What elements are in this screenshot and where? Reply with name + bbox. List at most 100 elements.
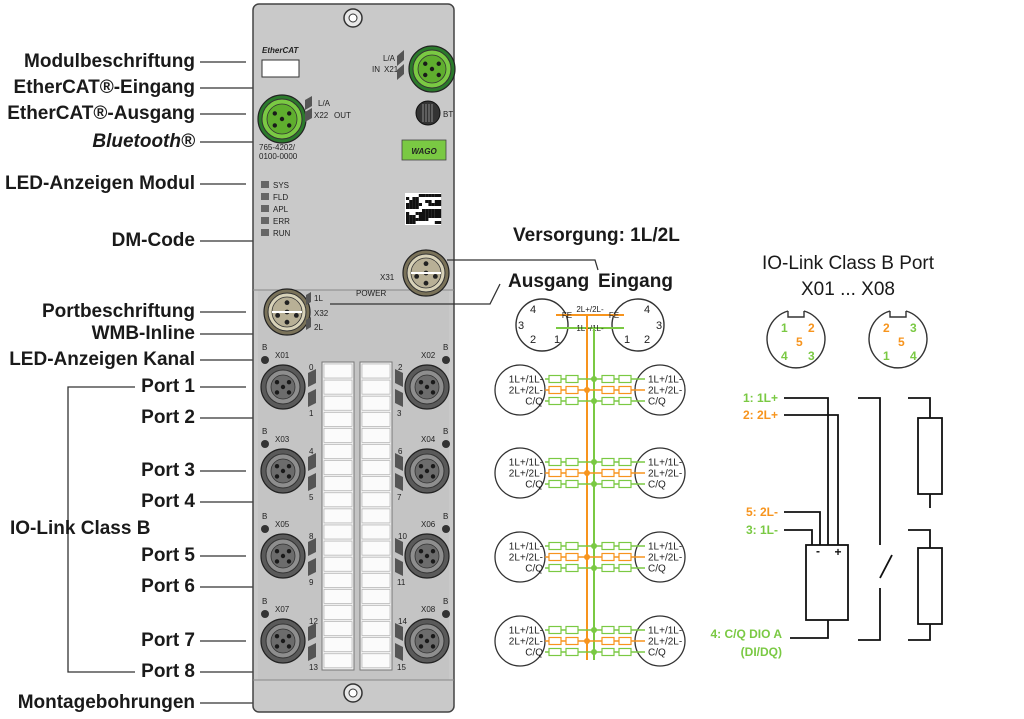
bt-label: BT [443,110,453,119]
port-x02-connector-icon[interactable] [404,364,450,410]
port-line-label: 1L+/1L- [509,626,543,637]
label-p4: Port 4 [141,491,195,512]
channel-led-icon [395,558,403,576]
channel-label: 4 [309,447,314,456]
wmb-marker [361,379,391,395]
port-x04-connector-icon[interactable] [404,448,450,494]
x32-power-connector-icon [263,288,311,336]
label-montage: Montagebohrungen [17,692,195,713]
wmb-marker [361,428,391,443]
channel-led-icon [308,369,316,387]
wmb-marker [361,460,391,475]
bus-1l-label: 1L+/1L- [576,324,604,333]
port-line-label: C/Q [525,480,543,491]
led-run-icon [261,229,269,236]
port-x05-connector-icon[interactable] [260,533,306,579]
port-line-label: 2L+/2L- [509,386,543,397]
led-x22-icon [305,96,312,110]
pin-3: 3 [808,349,815,363]
channel-label: 9 [309,578,314,587]
wmb-marker [323,492,353,508]
iolink-legend-2: 5: 2L- [746,505,778,519]
leader-line [447,259,599,271]
channel-led-icon [395,538,403,556]
label-bt: Bluetooth® [92,131,195,152]
mounting-hole-inner [348,688,358,698]
led-x22-icon [305,108,312,122]
pin-4: 4 [781,349,788,363]
channel-led-icon [308,538,316,556]
port-line-label: C/Q [525,564,543,575]
iolink-range: X01 ... X08 [801,279,895,300]
channel-label: 12 [309,617,318,626]
port-x06-connector-icon[interactable] [404,533,450,579]
x22-label: X22 [314,111,329,120]
x32-label: X32 [314,309,329,318]
wmb-marker [361,363,391,379]
channel-label: 1 [309,409,314,418]
pin-5: 5 [796,335,803,349]
pin-1: 1 [554,334,560,346]
port-x03-connector-icon[interactable] [260,448,306,494]
fe-label: FE [609,311,619,320]
la-label-x21: L/A [383,54,396,63]
port-line-label: C/Q [525,397,543,408]
iolink-title: IO-Link Class B Port [762,253,935,274]
wmb-marker [361,492,391,508]
pin-3: 3 [518,320,524,332]
channel-led-icon [308,389,316,407]
port-line-label: 2L+/2L- [648,553,682,564]
wmb-marker [361,524,391,540]
led-x21-icon [397,64,404,80]
port-label-x04: X04 [421,435,436,444]
wmb-marker [323,524,353,540]
port-x07-connector-icon[interactable] [260,618,306,664]
wmb-marker [361,572,391,588]
wmb-marker [361,476,391,492]
power-label: POWER [356,289,386,298]
led-x21-icon [397,50,404,66]
port-x08-connector-icon[interactable] [404,618,450,664]
bluetooth-led-icon [442,440,450,448]
port-line-label: C/Q [648,648,666,659]
channel-led-icon [395,389,403,407]
wmb-marker [323,363,353,379]
channel-led-icon [395,369,403,387]
leader-line [67,386,135,673]
wmb-marker [361,556,391,572]
bus-2l-label: 2L+/2L- [576,305,604,314]
port-x01-connector-icon[interactable] [260,364,306,410]
channel-label: 8 [309,532,314,541]
channel-label: 11 [397,578,406,587]
wmb-marker [361,653,391,669]
b-label: B [262,597,267,606]
channel-label: 13 [309,663,318,672]
pin-1: 1 [883,349,890,363]
pin-2: 2 [808,321,815,335]
led-label-sys: SYS [273,181,289,190]
port-line-label: 1L+/1L- [509,375,543,386]
wmb-marker [323,476,353,492]
wmb-marker [323,653,353,669]
wmb-marker [323,540,353,556]
label-p5: Port 5 [141,545,195,566]
channel-led-icon [308,453,316,471]
led-sys-icon [261,181,269,188]
bluetooth-led-icon [442,610,450,618]
channel-label: 5 [309,493,314,502]
channel-led-icon [395,453,403,471]
leader-line [330,283,501,305]
pin-4: 4 [530,304,536,316]
led-err-icon [261,217,269,224]
port-line-label: 2L+/2L- [509,637,543,648]
wmb-marker [323,637,353,653]
channel-led-icon [395,643,403,661]
label-modul: Modulbeschriftung [24,51,195,72]
channel-led-icon [395,473,403,491]
channel-label: 2 [398,363,403,372]
